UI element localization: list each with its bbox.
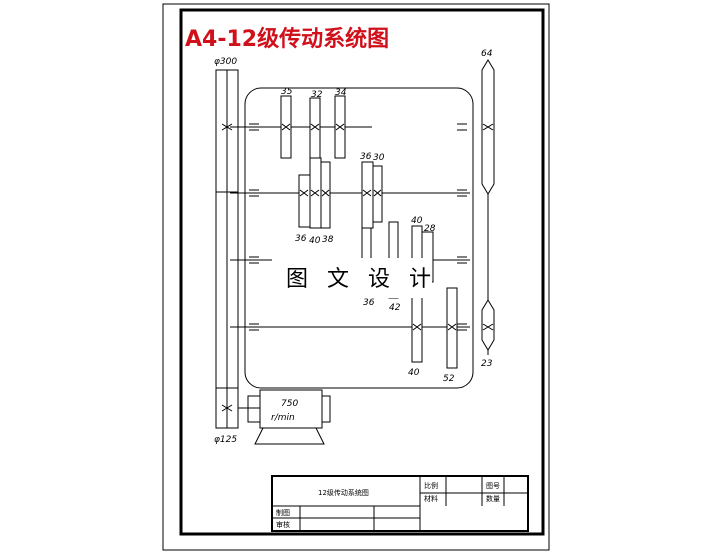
svg-text:40: 40	[411, 216, 423, 226]
svg-text:36: 36	[360, 152, 372, 162]
watermark-band	[272, 258, 432, 298]
watermark: 图 文 设 计	[286, 267, 437, 292]
svg-text:40: 40	[408, 368, 420, 378]
gear-labels: 35 32 34 36 30 36 40 38 40 28 36 42 40 5…	[281, 49, 493, 384]
belt-drive	[215, 69, 239, 429]
svg-text:36: 36	[295, 234, 307, 244]
svg-text:30: 30	[373, 153, 385, 163]
svg-text:52: 52	[443, 374, 455, 384]
title-block-scale: 比例	[424, 481, 438, 490]
title-block-drawing-name: 12级传动系统图	[318, 488, 369, 497]
external-gears	[481, 59, 495, 355]
drawing-title: A4-12级传动系统图	[185, 26, 389, 52]
svg-text:38: 38	[322, 235, 334, 245]
svg-text:32: 32	[311, 90, 323, 100]
title-block-quantity: 数量	[486, 494, 500, 503]
svg-text:40: 40	[309, 236, 321, 246]
gearbox-housing	[244, 87, 474, 389]
title-block-checked: 审核	[276, 520, 290, 529]
small-pulley-label: φ125	[214, 435, 237, 445]
sheet-inner-border	[179, 8, 545, 536]
svg-text:64: 64	[481, 49, 493, 59]
svg-text:35: 35	[281, 87, 293, 97]
motor-speed: 750	[281, 399, 298, 409]
motor	[238, 389, 331, 445]
sheet-outer-border	[162, 3, 550, 551]
title-block-drawing-no: 图号	[486, 482, 500, 490]
svg-text:42: 42	[389, 303, 401, 313]
shaft-cross-marks	[281, 123, 494, 331]
svg-text:23: 23	[481, 359, 493, 369]
large-pulley-label: φ300	[214, 57, 237, 67]
svg-text:34: 34	[335, 88, 347, 98]
title-block-drawn: 制图	[276, 508, 290, 517]
bearing-marks	[249, 123, 467, 331]
svg-text:28: 28	[424, 224, 436, 234]
svg-text:36: 36	[363, 298, 375, 308]
title-block	[271, 475, 529, 532]
title-block-material: 材料	[424, 494, 438, 503]
motor-unit: r/min	[271, 413, 295, 423]
